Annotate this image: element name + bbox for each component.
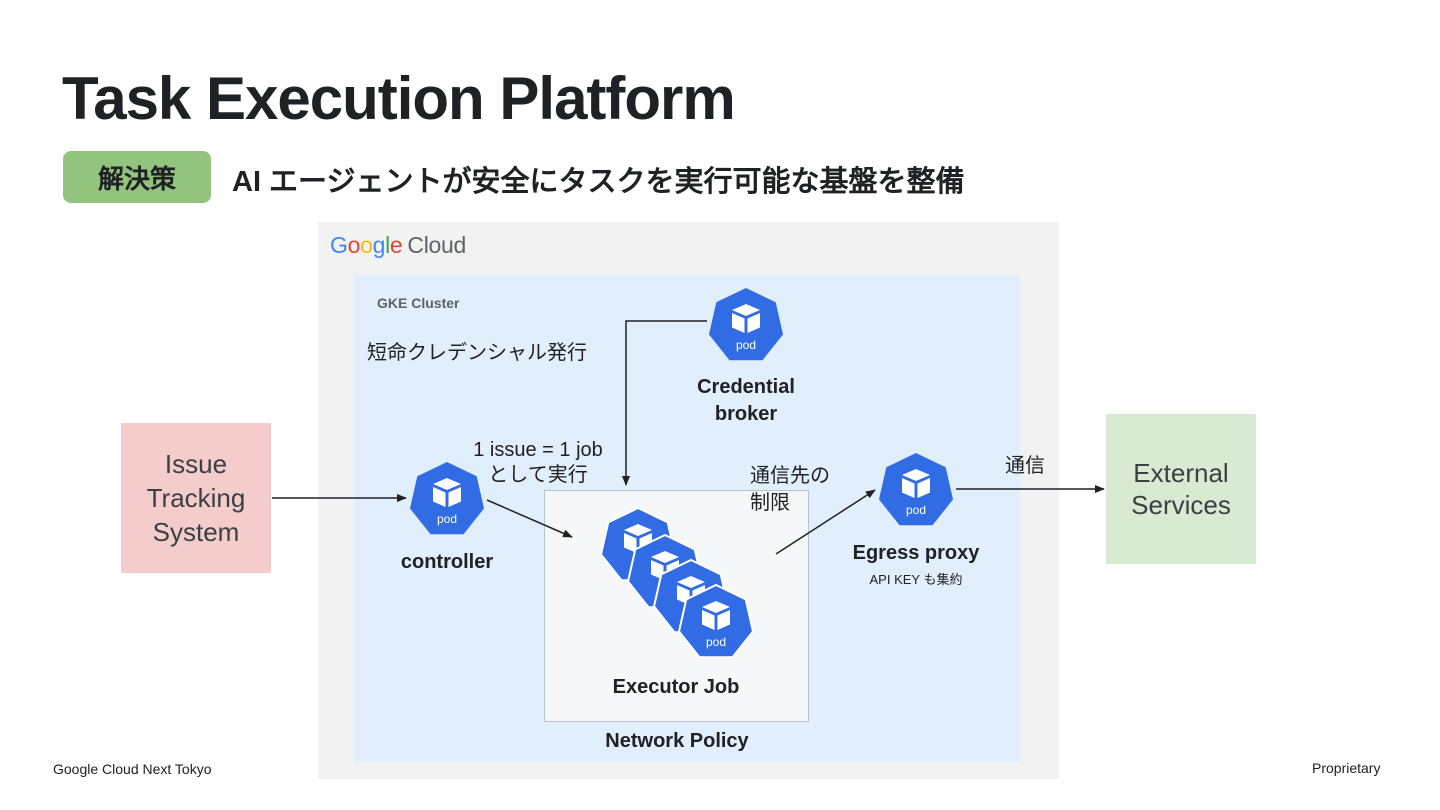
issue-tracking-line-3: System [152,517,240,547]
credential-broker-pod-icon: pod [706,286,786,366]
svg-text:pod: pod [736,338,756,352]
arrow-executor-to-egress [775,489,876,555]
footer-proprietary: Proprietary [1312,760,1381,776]
page-subtitle: AI エージェントが安全にタスクを実行可能な基盤を整備 [232,166,965,198]
external-services-box: External Services [1106,414,1256,564]
external-services-line-1: External [1133,458,1229,488]
controller-label: controller [400,551,494,573]
svg-text:pod: pod [437,512,457,526]
arrow-broker-to-executor [622,320,707,486]
svg-text:pod: pod [906,503,926,517]
issue-tracking-line-2: Tracking [146,483,246,513]
footer-event-name: Google Cloud Next Tokyo [53,761,212,777]
controller-pod-icon: pod [407,460,487,540]
external-services-line-2: Services [1131,490,1231,520]
credential-broker-label: Credential broker [697,376,795,425]
network-policy-label: Network Policy [605,730,749,752]
svg-text:pod: pod [706,635,726,649]
executor-job-label: Executor Job [612,676,740,698]
solution-badge: 解決策 [63,151,211,203]
destination-limit-annotation: 通信先の 制限 [750,465,830,514]
issue-tracking-line-1: Issue [164,449,228,479]
page-title: Task Execution Platform [62,65,736,132]
egress-proxy-label: Egress proxy [852,542,980,564]
credential-note: 短命クレデンシャル発行 [367,342,587,364]
executor-pod-icon-4: pod [676,583,756,663]
gke-cluster-label: GKE Cluster [377,295,460,311]
arrow-controller-to-executor [486,499,573,538]
egress-proxy-note: API KEY も集約 [869,572,963,587]
communication-annotation: 通信 [1005,455,1045,477]
job-rule-annotation: 1 issue = 1 job として実行 [473,439,603,486]
issue-tracking-system-box: Issue Tracking System [121,423,271,573]
egress-proxy-pod-icon: pod [876,451,956,531]
